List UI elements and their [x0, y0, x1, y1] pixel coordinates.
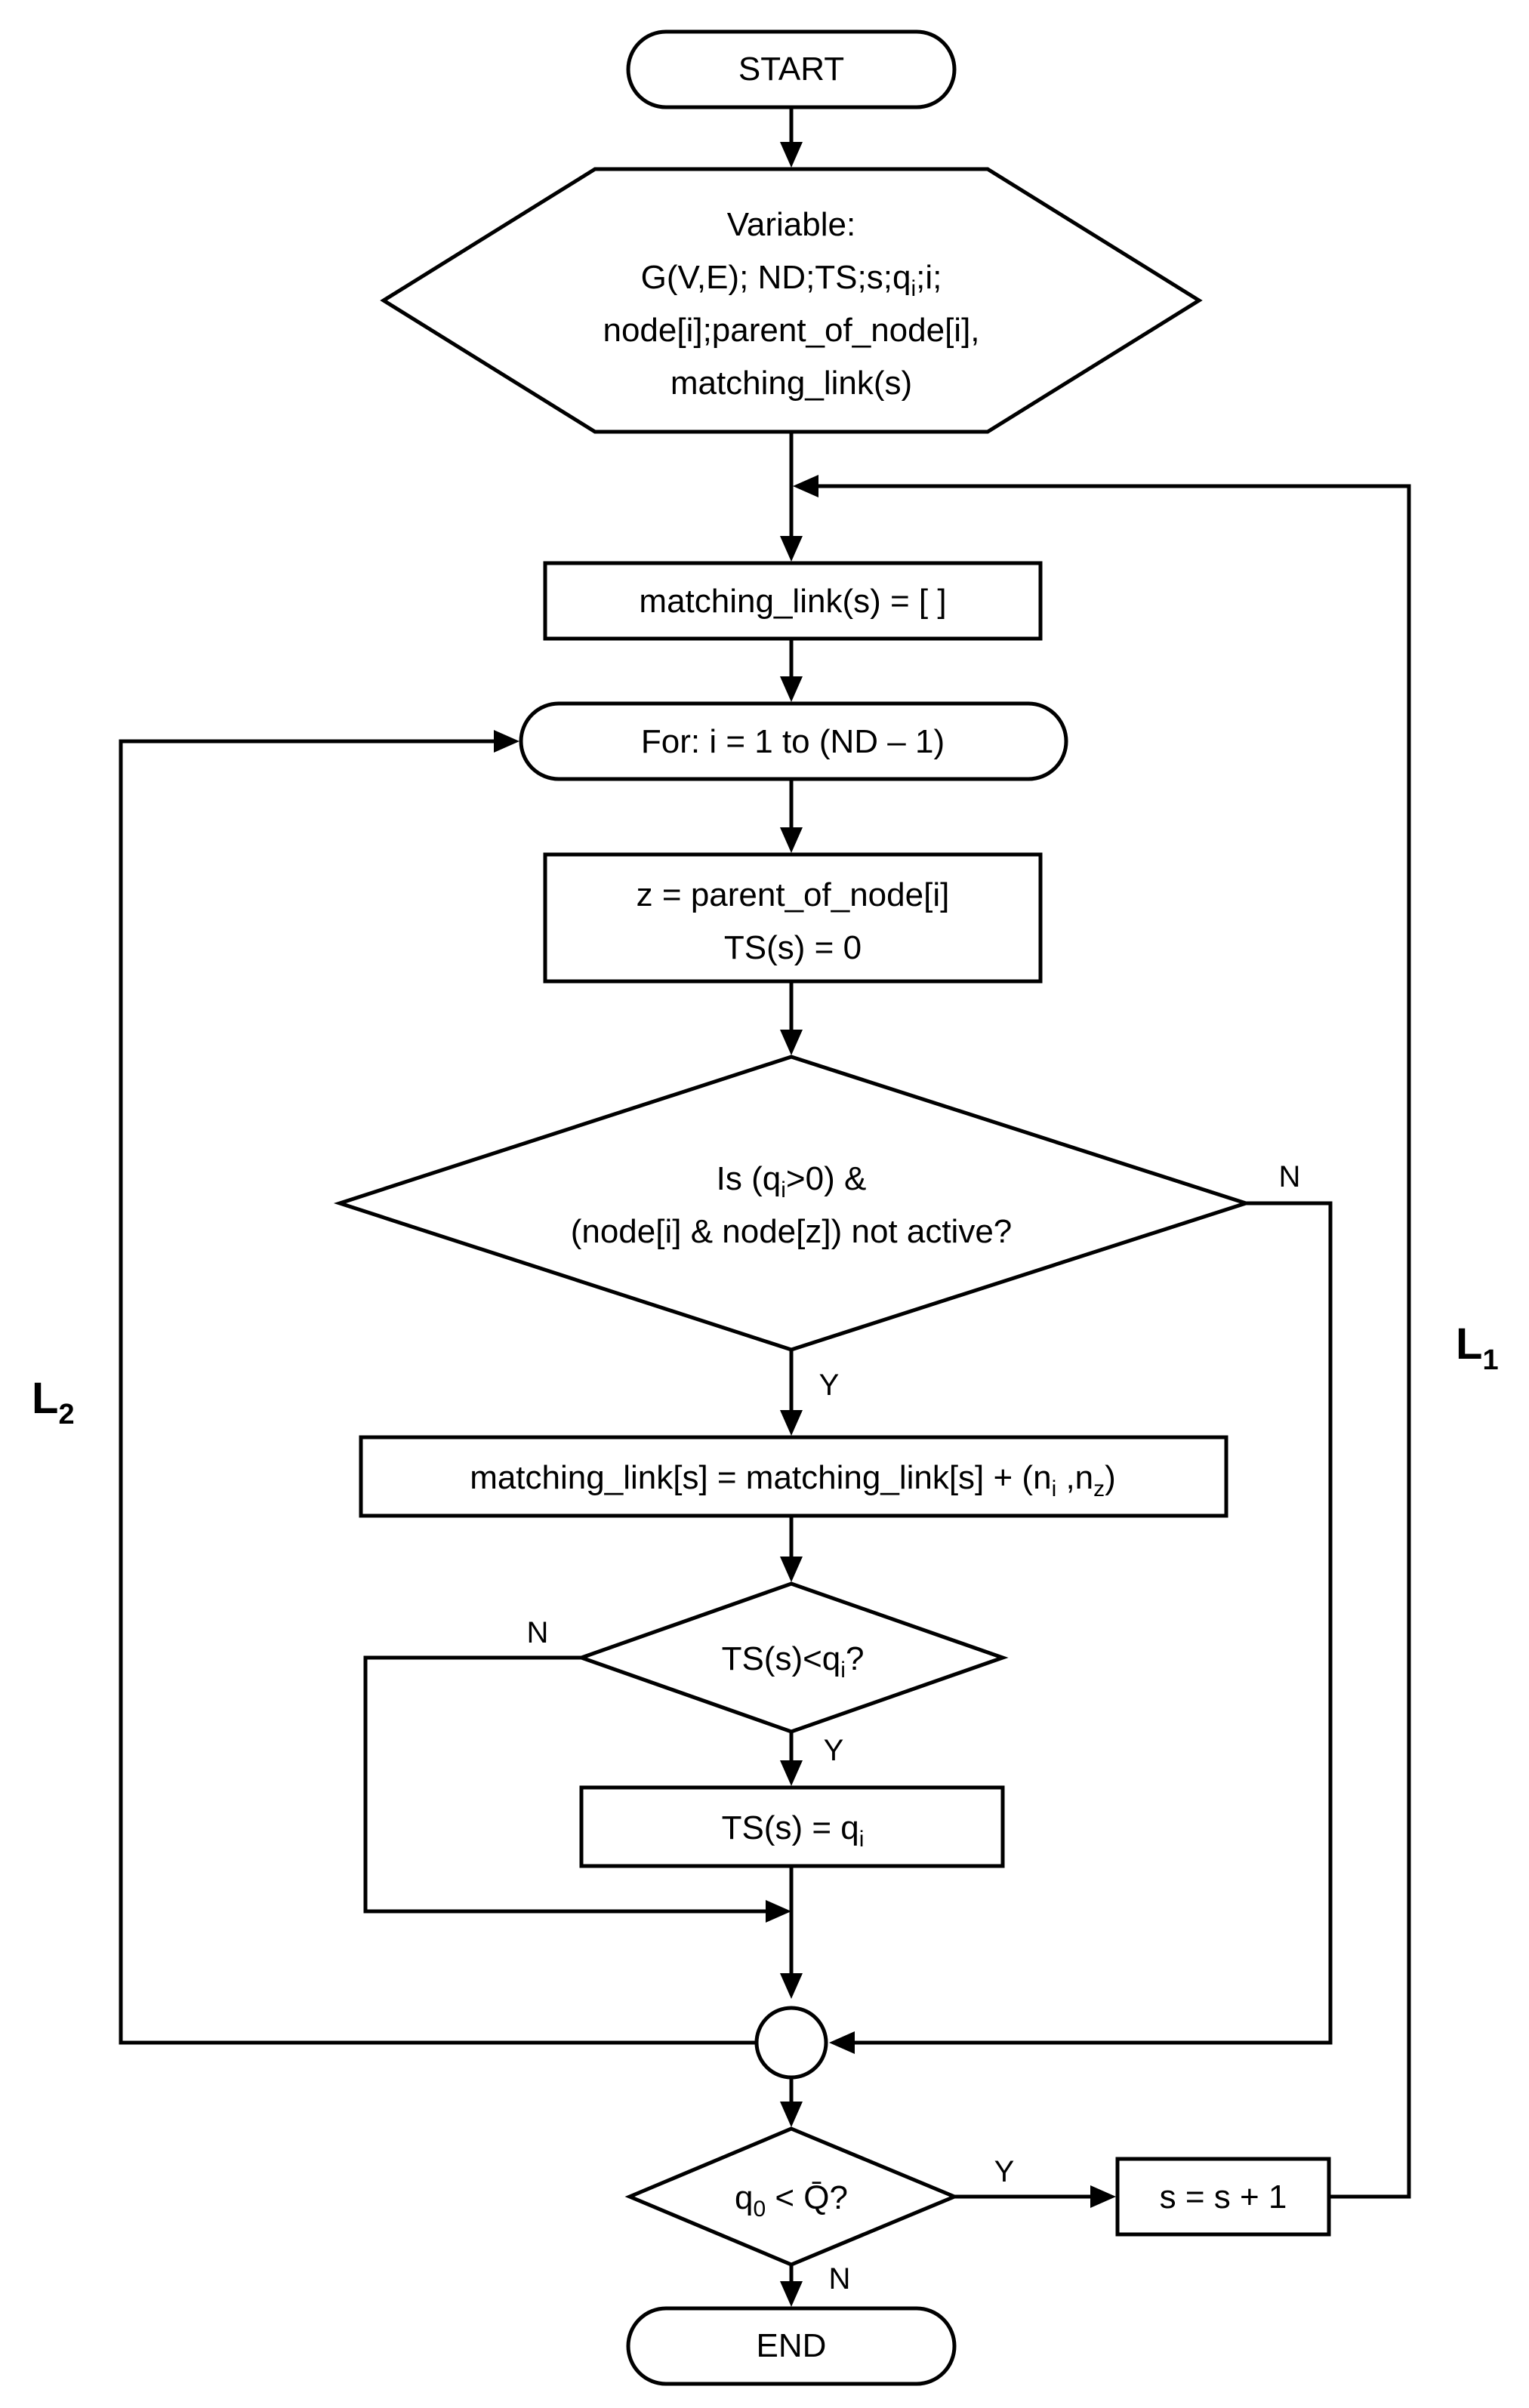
arrowhead-for-loopback — [494, 730, 519, 753]
arrowhead-join-right — [829, 2031, 855, 2054]
condition2-no-path — [363, 1655, 767, 1914]
arrowhead-init-loopback — [793, 475, 818, 497]
arrowhead-assign — [780, 827, 803, 853]
start-label: START — [738, 51, 844, 88]
arrowhead-condition2 — [780, 1557, 803, 1582]
loop-l1-label: L1 — [1456, 1319, 1499, 1376]
condition3-label: q0 < Q̄? — [735, 2179, 848, 2222]
condition1-no-path — [853, 1201, 1333, 2045]
append-box — [359, 1435, 1228, 1518]
condition1-line2: (node[i] & node[z]) not active? — [571, 1213, 1013, 1250]
end-terminal — [626, 2306, 957, 2386]
condition1-line1: Is (qi>0) & — [717, 1160, 867, 1202]
for-loop-terminal — [519, 701, 1068, 781]
condition3-yes-label: Y — [994, 2155, 1015, 2188]
arrowhead-increment — [1090, 2185, 1116, 2208]
arrowhead-setts — [780, 1760, 803, 1786]
arrowhead-condition3 — [780, 2102, 803, 2127]
condition2-no-label: N — [527, 1616, 549, 1649]
arrowhead-end — [780, 2281, 803, 2307]
variables-line1: G(V,E); ND;TS;s;qi;i; — [641, 259, 942, 301]
arrowhead-join-top — [780, 1973, 803, 1999]
init-label: matching_link(s) = [ ] — [639, 583, 946, 620]
join-connector — [754, 2006, 828, 2080]
increment-label: s = s + 1 — [1160, 2179, 1287, 2216]
arrowhead-variables — [780, 142, 803, 168]
loop-l2-label: L2 — [32, 1374, 75, 1430]
variables-hexagon — [380, 167, 1203, 434]
end-label: END — [757, 2327, 827, 2364]
condition3-no-label: N — [829, 2262, 851, 2296]
set-ts-box — [579, 1785, 1005, 1868]
loop-l2-path — [119, 739, 757, 2045]
set-ts-label: TS(s) = qi — [722, 1809, 865, 1852]
increment-box — [1115, 2157, 1331, 2237]
condition1-no-label: N — [1279, 1160, 1301, 1193]
assign-line2: TS(s) = 0 — [724, 929, 862, 966]
variables-line2: node[i];parent_of_node[i], — [603, 312, 979, 349]
loop-l1-path — [817, 484, 1411, 2199]
assign-box — [543, 852, 1043, 984]
variables-line3: matching_link(s) — [670, 365, 912, 402]
append-label: matching_link[s] = matching_link[s] + (n… — [470, 1459, 1116, 1501]
arrowhead-append — [780, 1410, 803, 1436]
for-loop-label: For: i = 1 to (ND – 1) — [641, 723, 945, 760]
variables-header: Variable: — [727, 206, 855, 243]
arrowhead-merge — [766, 1900, 791, 1923]
arrowhead-for — [780, 676, 803, 702]
condition1-yes-label: Y — [819, 1369, 840, 1402]
arrowhead-init — [780, 536, 803, 562]
condition1-diamond — [333, 1055, 1253, 1352]
init-box — [543, 561, 1043, 641]
arrowhead-condition1 — [780, 1030, 803, 1055]
condition2-yes-label: Y — [824, 1734, 844, 1767]
assign-line1: z = parent_of_node[i] — [637, 876, 950, 913]
condition2-label: TS(s)<qi? — [722, 1640, 865, 1683]
